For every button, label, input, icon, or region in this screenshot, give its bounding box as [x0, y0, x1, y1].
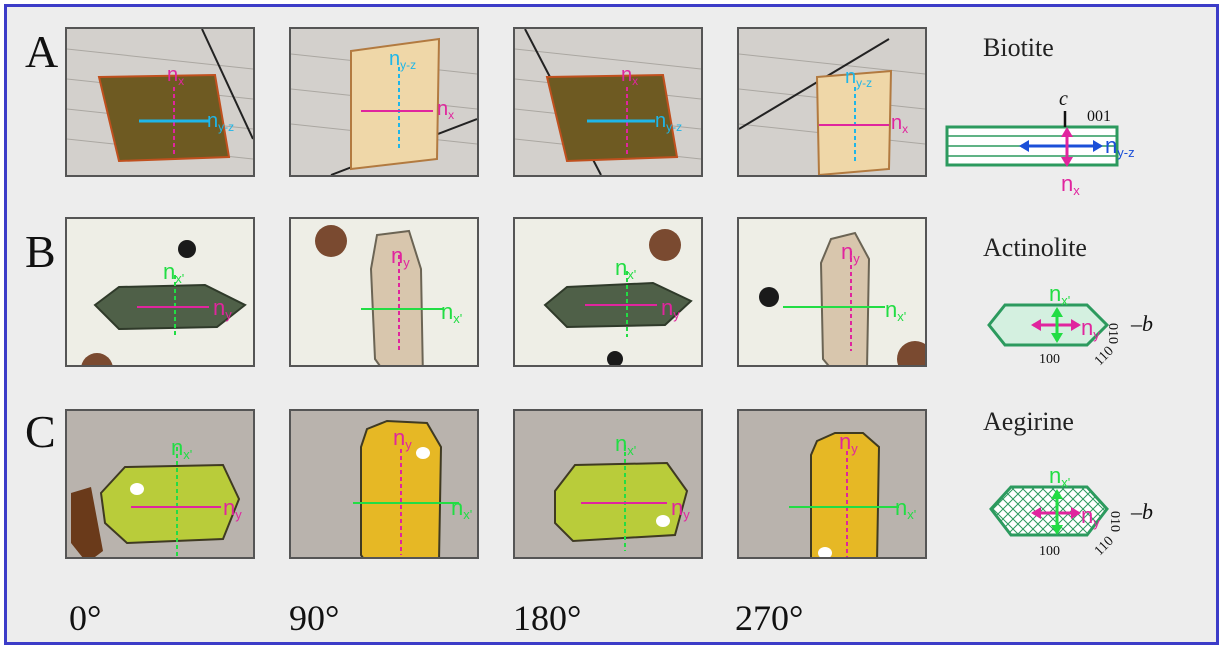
angle-label-270: 270° [735, 598, 804, 638]
aegirine-panel-180: nx' ny [513, 409, 703, 559]
mineral-name-actinolite: Actinolite [983, 233, 1087, 262]
svg-text:nx': nx' [1049, 281, 1070, 308]
biotite-panel-270: ny-z nx [737, 27, 927, 177]
mineral-name-aegirine: Aegirine [983, 407, 1074, 436]
biotite-panel-180: nx ny-z [513, 27, 703, 177]
actinolite-schematic: nx' ny 010 110 100 –b [983, 279, 1193, 404]
biotite-face-001: 001 [1087, 108, 1111, 125]
mineral-name-biotite: Biotite [983, 33, 1054, 62]
aegirine-face-010: 010 [1107, 511, 1122, 532]
aegirine-panel-270: ny nx' [737, 409, 927, 559]
svg-text:nx': nx' [1049, 463, 1070, 490]
aegirine-face-110: 110 [1092, 534, 1117, 559]
biotite-schematic: c 001 ny-z nx [945, 87, 1187, 212]
aegirine-b-axis-label: –b [1130, 499, 1153, 524]
biotite-c-axis-label: c [1059, 88, 1068, 110]
actinolite-panel-180: nx' ny [513, 217, 703, 367]
row-label-c: C [25, 406, 56, 457]
aegirine-panel-0: nx' ny [65, 409, 255, 559]
actinolite-face-100: 100 [1039, 352, 1060, 367]
biotite-panel-0: nx ny-z [65, 27, 255, 177]
aegirine-panel-90: ny nx' [289, 409, 479, 559]
svg-text:nx: nx [1061, 171, 1080, 198]
biotite-panel-90: ny-z nx [289, 27, 479, 177]
angle-label-0: 0° [69, 598, 102, 638]
row-label-b: B [25, 226, 56, 277]
angle-label-90: 90° [289, 598, 340, 638]
aegirine-schematic: nx' ny 010 110 100 –b [983, 463, 1193, 594]
angle-label-180: 180° [513, 598, 582, 638]
aegirine-face-100: 100 [1039, 544, 1060, 559]
actinolite-panel-0: nx' ny [65, 217, 255, 367]
row-label-a: A [25, 26, 59, 77]
actinolite-face-110: 110 [1092, 344, 1117, 369]
actinolite-face-010: 010 [1105, 323, 1120, 344]
svg-text:ny-z: ny-z [1105, 133, 1135, 160]
figure-frame: A B C nx ny-z ny [4, 4, 1219, 645]
actinolite-b-axis-label: –b [1130, 311, 1153, 336]
actinolite-panel-90: ny nx' [289, 217, 479, 367]
actinolite-panel-270: ny nx' [737, 217, 927, 367]
